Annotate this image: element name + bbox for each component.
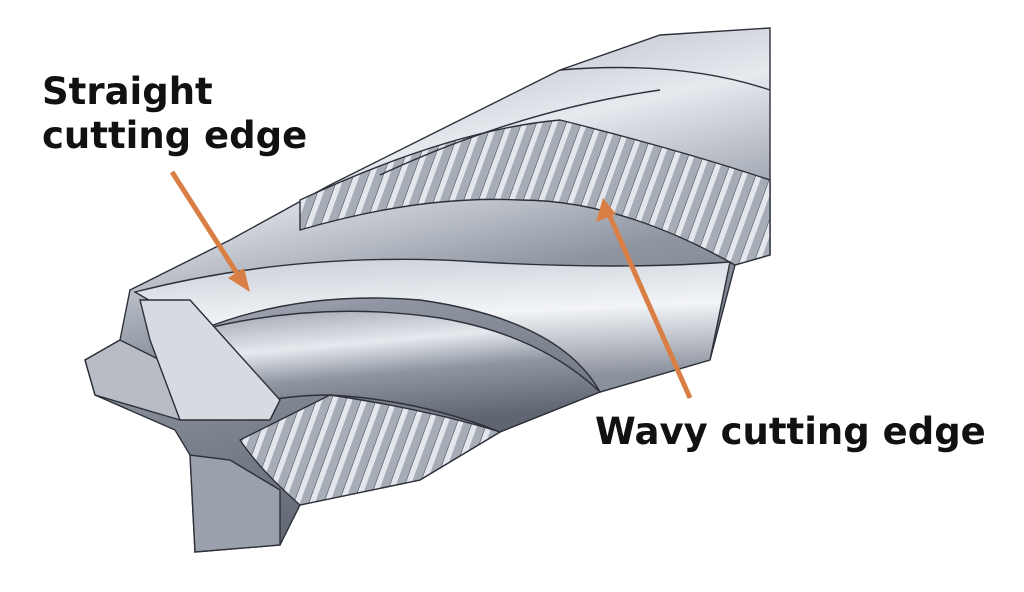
wavy-edge-arrow (596, 198, 693, 400)
wavy-cutting-edge-label: Wavy cutting edge (595, 410, 986, 453)
straight-label-line2: cutting edge (42, 114, 308, 157)
tool-body (84, 27, 771, 553)
straight-label-line1: Straight (42, 70, 213, 113)
straight-edge-arrow (169, 170, 250, 292)
straight-cutting-edge-label: Straight cutting edge (42, 70, 307, 158)
